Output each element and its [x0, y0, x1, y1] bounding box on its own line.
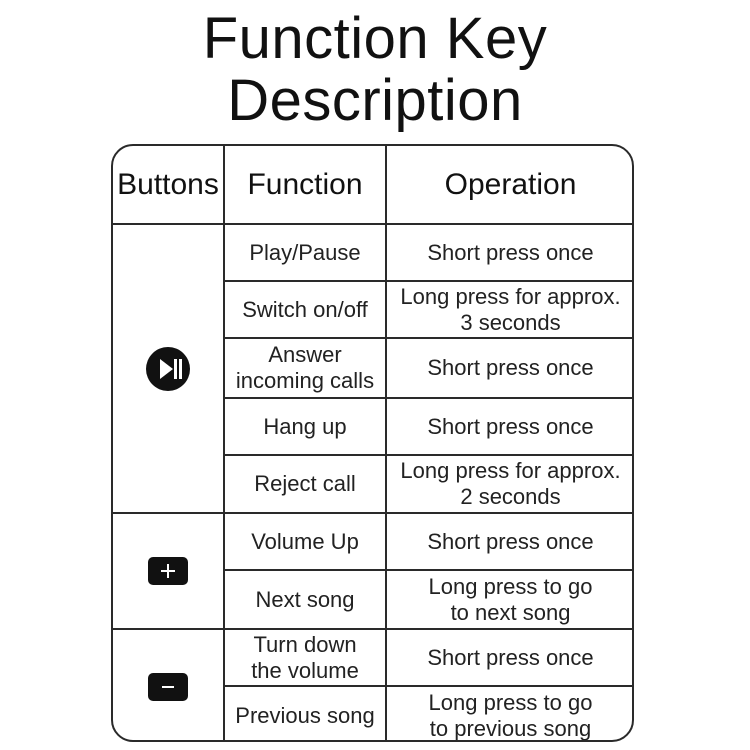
function-cell: Play/Pause	[225, 225, 385, 280]
header-operation: Operation	[444, 167, 577, 201]
function-cell: Switch on/off	[225, 282, 385, 337]
title-line-2: Description	[227, 68, 523, 133]
operation-text-line: 3 seconds	[460, 309, 561, 335]
function-text-line: Play/Pause	[249, 239, 361, 265]
page-title: Function Key Description	[0, 8, 750, 132]
row-divider	[223, 397, 632, 399]
column-divider	[223, 146, 225, 740]
operation-text-line: Short press once	[427, 355, 594, 380]
function-cell: Reject call	[225, 456, 385, 512]
operation-text-line: Long press for approx.	[400, 283, 621, 309]
group-divider	[113, 628, 632, 630]
operation-text-line: Short press once	[427, 528, 594, 554]
function-cell: Volume Up	[225, 514, 385, 569]
operation-cell: Short press once	[387, 339, 632, 397]
column-divider	[385, 146, 387, 740]
operation-text-line: 2 seconds	[460, 484, 561, 509]
play-pause-icon	[146, 346, 190, 391]
operation-cell: Long press for approx.3 seconds	[387, 282, 632, 337]
operation-text-line: to next song	[450, 599, 571, 625]
operation-cell: Short press once	[387, 399, 632, 454]
function-text-line: Reject call	[254, 471, 356, 496]
operation-text-line: Short press once	[427, 413, 594, 439]
operation-cell: Short press once	[387, 630, 632, 685]
function-text-line: incoming calls	[235, 368, 375, 393]
operation-text-line: Short press once	[427, 239, 594, 265]
row-divider	[223, 454, 632, 456]
operation-text-line: to previous song	[429, 715, 592, 741]
button-cell-play-pause	[113, 225, 223, 512]
button-cell-plus	[113, 514, 223, 628]
function-text-line: Answer	[268, 342, 342, 367]
group-divider	[113, 512, 632, 514]
function-text-line: Previous song	[235, 702, 375, 728]
function-cell: Hang up	[225, 399, 385, 454]
operation-cell: Long press for approx.2 seconds	[387, 456, 632, 512]
function-text-line: Hang up	[263, 413, 347, 439]
function-cell: Next song	[225, 571, 385, 628]
operation-text-line: Long press to go	[428, 573, 593, 599]
button-cell-minus	[113, 630, 223, 740]
operation-text-line: Short press once	[427, 644, 594, 670]
operation-cell: Short press once	[387, 225, 632, 280]
row-divider	[223, 685, 632, 687]
row-divider	[223, 280, 632, 282]
function-text-line: Turn down	[253, 631, 357, 657]
header-divider	[113, 223, 632, 225]
function-cell: Previous song	[225, 687, 385, 740]
operation-text-line: Long press for approx.	[400, 458, 621, 483]
function-text-line: Next song	[255, 586, 355, 612]
operation-text-line: Long press to go	[428, 689, 593, 715]
header-function: Function	[247, 167, 363, 201]
row-divider	[223, 337, 632, 339]
function-text-line: the volume	[251, 657, 359, 683]
function-text-line: Volume Up	[251, 528, 359, 554]
operation-cell: Short press once	[387, 514, 632, 569]
title-line-1: Function Key	[202, 6, 548, 71]
plus-icon	[148, 557, 188, 585]
minus-icon	[148, 673, 188, 701]
function-text-line: Switch on/off	[242, 296, 368, 322]
header-buttons: Buttons	[117, 167, 219, 201]
row-divider	[223, 569, 632, 571]
